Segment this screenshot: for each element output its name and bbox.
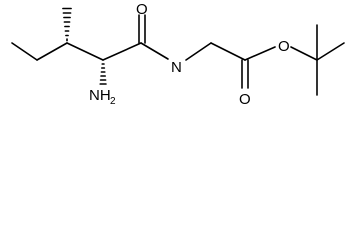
bond-carbonyl-to-n [140, 42, 169, 60]
atom-amide-nitrogen: N [171, 59, 182, 76]
hashed-wedge-methyl [62, 7, 72, 42]
atom-amine-nitrogen: NH [89, 87, 111, 104]
atom-ester-oxygen-single: O [278, 38, 290, 55]
atom-ester-oxygen-carbonyl: O [239, 91, 251, 108]
bond-o-to-tbu [290, 46, 318, 61]
chemical-structure: O N H NH 2 O O [11, 1, 345, 108]
atom-amine-subscript: 2 [110, 96, 116, 107]
atom-amide-oxygen: O [136, 1, 148, 18]
bond-tbu-methyl-right [316, 42, 345, 61]
bond-ethyl-end [11, 42, 38, 61]
bond-ester-c-to-o [244, 46, 276, 61]
bond-ch2-to-ester-c [210, 42, 246, 61]
bond-alpha-to-carbonyl [102, 42, 142, 61]
bond-ch-to-alpha [66, 42, 104, 61]
bond-ethyl-ch2 [36, 42, 68, 61]
bond-n-to-ch2 [185, 42, 212, 61]
hashed-wedge-amine [99, 63, 107, 85]
